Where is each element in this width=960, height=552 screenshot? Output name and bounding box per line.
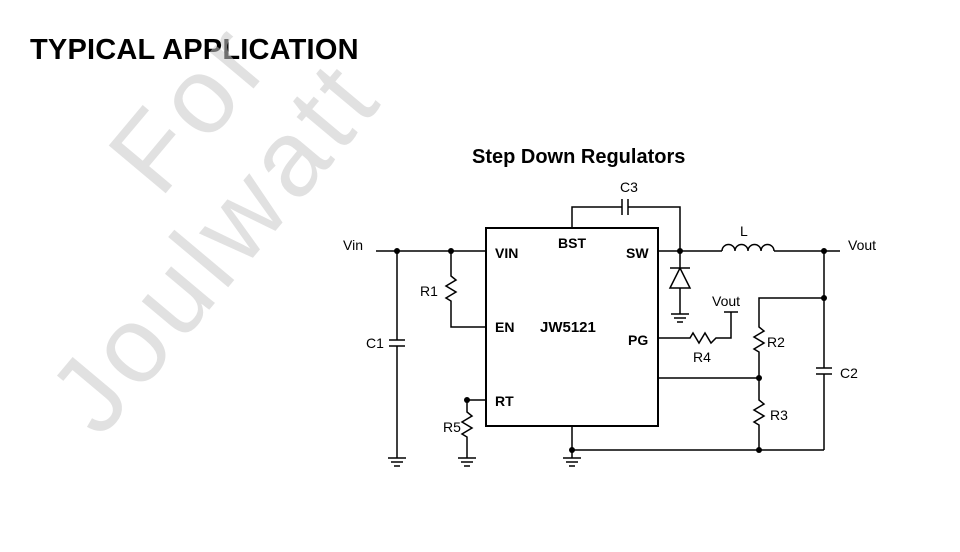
c1-wire: [389, 251, 405, 458]
vin-label: Vin: [343, 237, 363, 253]
c3-label: C3: [620, 179, 638, 195]
r3-resistor: [752, 378, 766, 450]
r4-label: R4: [693, 349, 711, 365]
vout-label: Vout: [848, 237, 876, 253]
pin-en-label: EN: [495, 319, 514, 335]
diode: [668, 251, 692, 314]
c3-capacitor: [621, 199, 629, 215]
ground-icon: [671, 313, 689, 323]
vout-rail-wire: [816, 251, 832, 450]
r2-resistor: [752, 297, 824, 378]
inductor-label: L: [740, 223, 748, 239]
r1-resistor: [444, 251, 486, 328]
r2-label: R2: [767, 334, 785, 350]
inductor: [721, 243, 775, 252]
section-title: TYPICAL APPLICATION: [30, 34, 359, 66]
r1-label: R1: [420, 283, 438, 299]
c2-label: C2: [840, 365, 858, 381]
r3-label: R3: [770, 407, 788, 423]
rt-junction: [464, 397, 470, 403]
ground-icon: [388, 457, 406, 467]
c1-label: C1: [366, 335, 384, 351]
r3-ground-junction: [756, 447, 762, 453]
ic-body: [485, 227, 659, 427]
pin-vin-label: VIN: [495, 245, 518, 261]
vout-pullup-label: Vout: [712, 293, 740, 309]
diagram-title: Step Down Regulators: [472, 146, 686, 168]
ground-icon: [458, 457, 476, 467]
r5-resistor: [460, 399, 486, 458]
pin-sw-label: SW: [626, 245, 649, 261]
pin-pg-label: PG: [628, 332, 648, 348]
ground-icon: [563, 457, 581, 467]
c3-wire: [571, 206, 681, 251]
ic-part-number: JW5121: [540, 319, 596, 336]
r5-label: R5: [443, 419, 461, 435]
pin-rt-label: RT: [495, 393, 514, 409]
r4-resistor: [658, 311, 738, 345]
pin-bst-label: BST: [558, 235, 586, 251]
